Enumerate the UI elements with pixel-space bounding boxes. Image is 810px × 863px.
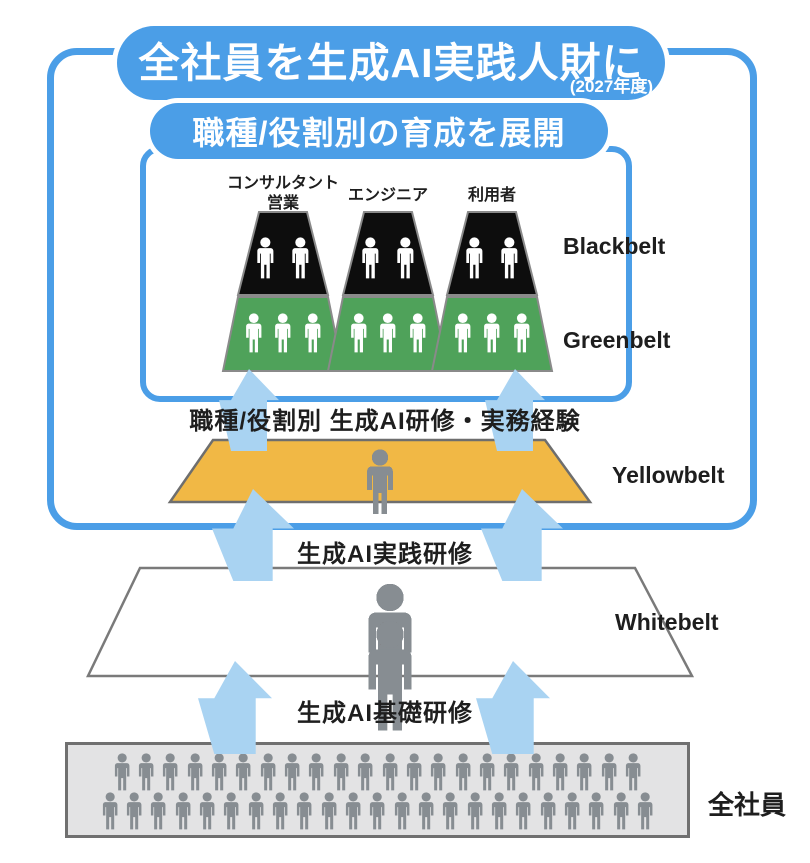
person-icon: [540, 792, 556, 830]
person-icon: [362, 237, 379, 279]
person-icon: [138, 753, 154, 791]
person-icon: [245, 313, 262, 353]
belt-label-whitebelt: Whitebelt: [615, 609, 719, 635]
person-icon: [638, 792, 653, 830]
person-icon: [350, 313, 367, 353]
person-icon: [236, 753, 251, 791]
person-icon: [455, 753, 470, 791]
person-icon: [257, 237, 274, 279]
belt-label-yellowbelt: Yellowbelt: [612, 462, 725, 488]
person-icon: [409, 313, 426, 353]
belt-group-engineer: [326, 211, 450, 373]
person-icon: [358, 753, 373, 791]
training-label-basic: 生成AI基礎研修: [297, 700, 473, 727]
person-icon: [467, 792, 483, 830]
person-icon: [528, 753, 543, 791]
yellowbelt-trapezoid: [165, 438, 595, 515]
person-icon: [406, 753, 422, 791]
subtitle-banner: 職種/役割別の育成を展開: [150, 103, 608, 159]
main-title-banner: 全社員を生成AI実践人財に (2027年度): [117, 26, 665, 100]
person-icon: [479, 753, 495, 791]
person-icon: [212, 753, 227, 791]
person-icon: [248, 792, 264, 830]
person-icon: [297, 792, 312, 830]
person-icon: [552, 753, 568, 791]
belt-label-greenbelt: Greenbelt: [563, 327, 671, 353]
role-label-line1: コンサルタント: [226, 175, 339, 192]
person-icon: [443, 792, 458, 830]
belt-label-blackbelt: Blackbelt: [563, 233, 666, 259]
blackbelt-people-row: [430, 237, 554, 279]
person-icon: [199, 792, 215, 830]
person-icon: [345, 792, 361, 830]
person-icon: [272, 792, 288, 830]
whitebelt-people-row-1: [85, 583, 695, 694]
role-label-line2: 営業: [266, 195, 299, 212]
greenbelt-people-row: [430, 313, 554, 353]
person-icon: [151, 792, 166, 830]
role-label-line1: エンジニア: [347, 187, 428, 204]
belt-group-user: [430, 211, 554, 373]
person-icon: [431, 753, 446, 791]
person-icon: [321, 792, 337, 830]
person-icon: [260, 753, 276, 791]
person-icon: [333, 753, 349, 791]
person-icon: [454, 313, 471, 353]
person-icon: [380, 313, 396, 353]
person-icon: [613, 792, 629, 830]
whitebelt-people-row-2: [85, 620, 695, 731]
person-icon: [292, 237, 309, 279]
person-icon: [484, 313, 500, 353]
person-icon: [504, 753, 519, 791]
target-year-note: (2027年度): [569, 77, 653, 96]
person-icon: [382, 753, 397, 791]
person-icon: [187, 753, 203, 791]
yellowbelt-people-row: [165, 449, 595, 515]
person-icon: [516, 792, 531, 830]
main-title: 全社員を生成AI実践人財に: [138, 40, 644, 86]
person-icon: [513, 313, 530, 353]
person-icon: [397, 237, 414, 279]
person-icon: [275, 313, 291, 353]
role-label-line1: 利用者: [467, 187, 516, 204]
person-icon: [285, 753, 300, 791]
person-icon: [175, 792, 191, 830]
person-icon: [625, 753, 641, 791]
all-staff-panel: [65, 742, 690, 838]
person-icon: [577, 753, 592, 791]
person-icon: [102, 792, 117, 830]
training-label-role-specific: 職種/役割別 生成AI研修・実務経験: [189, 408, 581, 435]
belt-group-consultant-sales: [221, 211, 345, 373]
role-label-consultant-sales: コンサルタント 営業: [213, 174, 353, 214]
person-icon: [163, 753, 178, 791]
all-staff-people-row-1: [68, 753, 687, 791]
person-icon: [224, 792, 239, 830]
person-icon: [394, 792, 410, 830]
all-staff-label: 全社員: [708, 790, 787, 820]
person-icon: [501, 237, 518, 279]
training-label-practice: 生成AI実践研修: [297, 541, 473, 568]
whitebelt-trapezoid: [85, 566, 695, 731]
person-icon: [370, 792, 385, 830]
person-icon: [309, 753, 324, 791]
subtitle: 職種/役割別の育成を展開: [192, 115, 566, 151]
role-label-engineer: エンジニア: [328, 186, 448, 206]
person-icon: [491, 792, 507, 830]
person-icon: [589, 792, 604, 830]
person-icon: [418, 792, 434, 830]
all-staff-people-row-2: [68, 792, 687, 830]
person-icon: [466, 237, 483, 279]
person-icon: [564, 792, 580, 830]
person-icon: [304, 313, 321, 353]
role-label-user: 利用者: [432, 186, 552, 206]
person-icon: [126, 792, 142, 830]
person-icon: [601, 753, 617, 791]
person-icon: [114, 753, 130, 791]
